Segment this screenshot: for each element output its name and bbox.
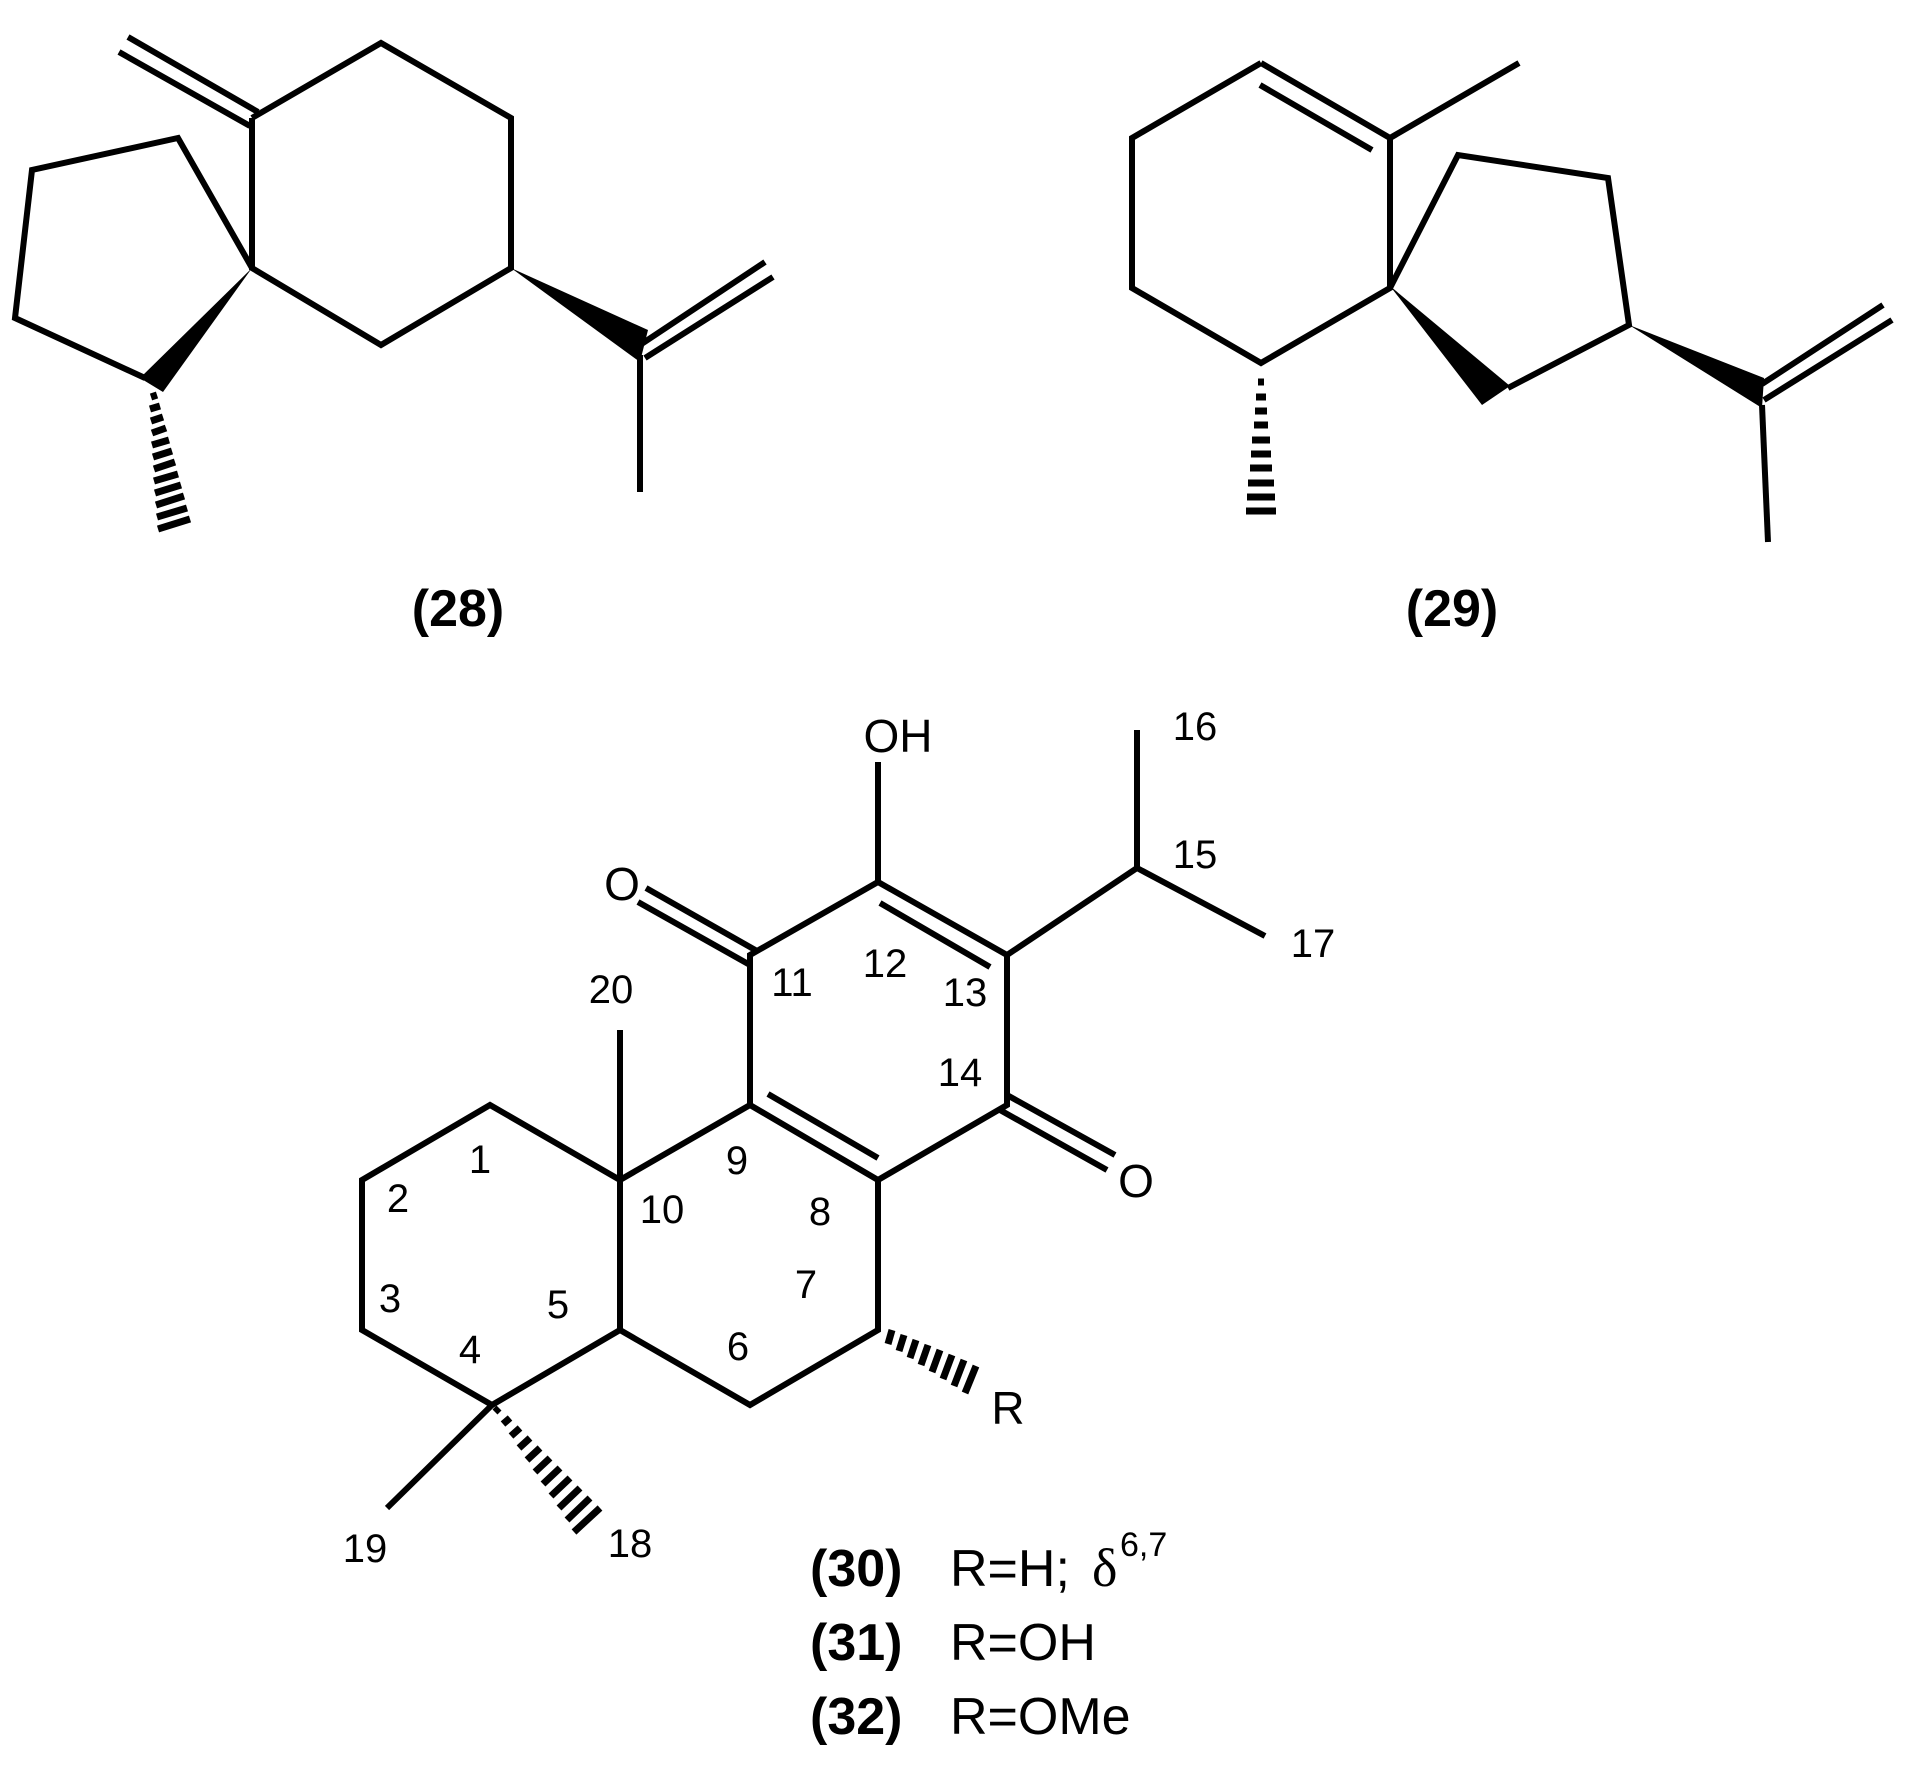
locant-9: 9 — [726, 1139, 748, 1183]
c28-cyclopentane-ring — [11, 134, 255, 381]
compound-28-label: (28) — [412, 580, 504, 638]
legend-row-30: (30) R=H; δ 6,7 — [810, 1526, 1167, 1598]
c28-methylene-bond-a — [126, 34, 260, 115]
locant-12: 12 — [863, 942, 908, 986]
compound-29-structure — [1129, 60, 1894, 543]
c29-vinyl-bond-b — [1762, 317, 1894, 403]
c28-hashed-methyl — [148, 391, 192, 533]
legend-id-31: (31) — [810, 1614, 902, 1672]
compound-legend: (30) R=H; δ 6,7 (31) R=OH (32) R=OMe — [810, 1526, 1167, 1746]
compound-30-32-structure — [359, 730, 1267, 1535]
c28-wedge-bond — [140, 268, 252, 392]
locant-8: 8 — [809, 1190, 831, 1234]
legend-row-31: (31) R=OH — [810, 1614, 1096, 1672]
legend-text-30: R=H; — [950, 1540, 1070, 1598]
locant-18: 18 — [608, 1522, 653, 1566]
ring-b — [618, 1101, 881, 1409]
carbonyl-11-oxygen-label: O — [604, 858, 640, 910]
locant-15: 15 — [1173, 833, 1218, 877]
locant-19: 19 — [343, 1527, 388, 1571]
legend-id-32: (32) — [810, 1688, 902, 1746]
methyl-19-bond — [384, 1402, 495, 1511]
carbonyl-11-bond-a — [636, 899, 752, 968]
c29-cyclopentane-ring — [1387, 151, 1633, 391]
locant-10: 10 — [640, 1188, 685, 1232]
locant-2: 2 — [387, 1177, 409, 1221]
carbonyl-11-bond-b — [644, 885, 759, 954]
isopropyl-bond — [1005, 865, 1139, 958]
locant-17: 17 — [1291, 922, 1336, 966]
c29-vinyl-bond-a — [1760, 302, 1885, 387]
legend-row-32: (32) R=OMe — [810, 1688, 1131, 1746]
methyl-17-bond — [1135, 865, 1267, 939]
c28-vinyl-bond-b — [643, 274, 775, 361]
locant-11: 11 — [771, 961, 813, 1005]
legend-text-32: R=OMe — [950, 1688, 1131, 1746]
compound-28-structure — [11, 34, 775, 533]
double-bond-c8-c9 — [766, 1091, 880, 1161]
locant-16: 16 — [1173, 705, 1218, 749]
locant-14: 14 — [938, 1051, 983, 1095]
legend-text-31: R=OH — [950, 1614, 1096, 1672]
locant-13: 13 — [943, 971, 988, 1015]
r-substituent-hashed-bond — [884, 1329, 980, 1395]
c29-isopropenyl-wedge — [1629, 325, 1764, 408]
methyl-18-hashed-bond — [492, 1405, 603, 1535]
c29-methyl-bond — [1388, 60, 1521, 141]
c29-hashed-methyl — [1246, 378, 1276, 515]
atom-numbering: 1 2 3 4 5 6 7 8 9 10 11 12 13 14 15 16 1… — [343, 705, 1336, 1571]
c28-cyclohexane-ring — [249, 39, 514, 349]
hydroxyl-label: OH — [864, 710, 933, 762]
legend-superscript-30: 6,7 — [1120, 1526, 1167, 1564]
ring-c — [747, 878, 1010, 1183]
c28-methylene-bond-b — [117, 49, 252, 129]
locant-7: 7 — [795, 1263, 817, 1307]
locant-5: 5 — [547, 1283, 569, 1327]
compound-29-label: (29) — [1406, 580, 1498, 638]
c29-cyclohexene-ring — [1129, 60, 1393, 367]
double-bond-c12-c13 — [878, 900, 992, 970]
legend-id-30: (30) — [810, 1540, 902, 1598]
carbonyl-14-bond-b — [998, 1107, 1109, 1173]
legend-delta-30: δ — [1092, 1538, 1117, 1598]
locant-20: 20 — [589, 968, 634, 1012]
locant-1: 1 — [469, 1138, 491, 1182]
locant-3: 3 — [379, 1277, 401, 1321]
c29-methyl-bond-2 — [1759, 404, 1771, 543]
c29-ring-double-bond — [1258, 82, 1374, 153]
r-group-label: R — [991, 1382, 1024, 1434]
locant-6: 6 — [727, 1325, 749, 1369]
c28-isopropenyl-wedge — [511, 268, 648, 362]
carbonyl-14-oxygen-label: O — [1118, 1155, 1154, 1207]
locant-4: 4 — [459, 1328, 481, 1372]
c28-vinyl-bond-a — [638, 259, 767, 348]
c29-spiro-wedge — [1390, 286, 1510, 405]
carbonyl-14-bond-a — [1005, 1092, 1117, 1158]
